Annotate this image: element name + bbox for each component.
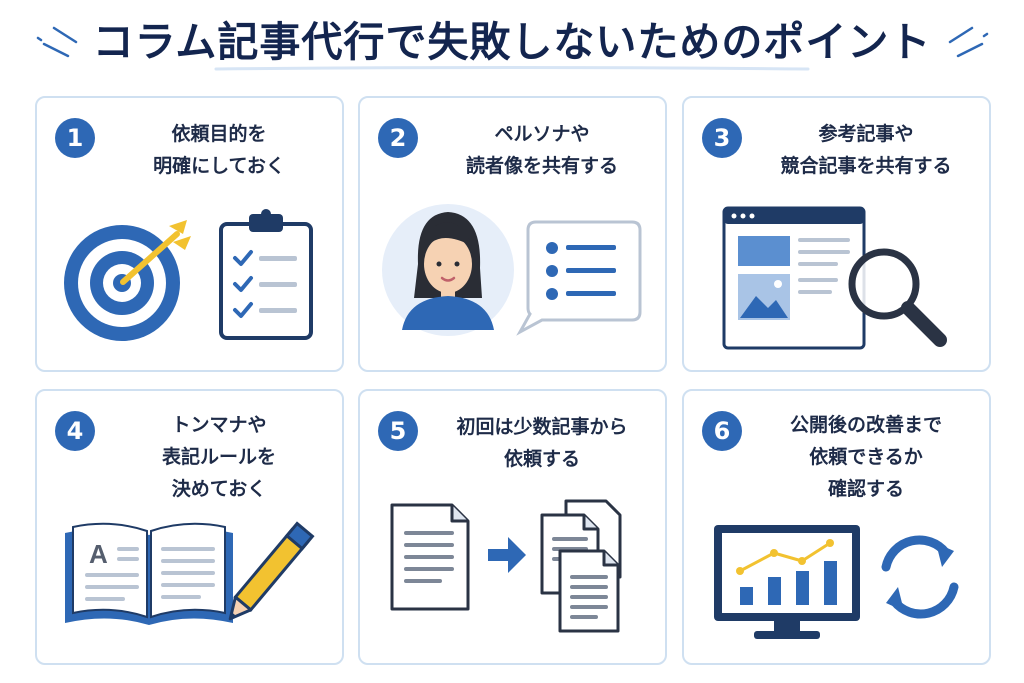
title-underline (214, 66, 810, 71)
step-number-badge: 6 (702, 411, 742, 451)
single-document-icon (390, 503, 470, 611)
speech-bubble-list-icon (516, 220, 642, 336)
card-3: 3 参考記事や 競合記事を共有する (682, 96, 991, 372)
step-number-badge: 1 (55, 118, 95, 158)
card-1: 1 依頼目的を 明確にしておく (35, 96, 344, 372)
card-3-illustration (722, 206, 947, 350)
card-6-illustration (714, 525, 959, 639)
card-label: 依頼目的を 明確にしておく (107, 118, 331, 182)
card-label: ペルソナや 読者像を共有する (430, 118, 654, 182)
browser-window-icon (722, 206, 866, 350)
step-number-badge: 3 (702, 118, 742, 158)
card-label-line: 確認する (827, 478, 904, 500)
sparkle-lines-right-icon (948, 26, 989, 58)
step-number-badge: 2 (378, 118, 418, 158)
card-label-line: 参考記事や (818, 123, 914, 145)
card-label-line: 依頼する (503, 448, 580, 470)
card-label: トンマナや 表記ルールを 決めておく (107, 409, 331, 505)
card-label-line: 競合記事を共有する (780, 155, 952, 177)
card-4-illustration: A (65, 521, 315, 625)
card-label-line: 依頼目的を (171, 123, 267, 145)
card-label-line: 読者像を共有する (465, 155, 618, 177)
step-number-badge: 5 (378, 411, 418, 451)
card-5: 5 初回は少数記事から 依頼する (358, 389, 667, 665)
card-label: 初回は少数記事から 依頼する (430, 411, 654, 475)
header: コラム記事代行で失敗しないためのポイント (0, 12, 1024, 84)
persona-avatar-icon (382, 204, 514, 336)
card-2: 2 ペルソナや 読者像を共有する (358, 96, 667, 372)
card-label-line: 決めておく (171, 478, 267, 500)
page-title: コラム記事代行で失敗しないためのポイント (92, 18, 932, 66)
step-number-badge: 4 (55, 411, 95, 451)
card-label-line: ペルソナや (494, 123, 590, 145)
card-label-line: トンマナや (171, 414, 267, 436)
pencil-icon (228, 521, 315, 621)
magnifier-icon (848, 248, 947, 347)
card-4: 4 トンマナや 表記ルールを 決めておく A (35, 389, 344, 665)
card-label-line: 依頼できるか (809, 446, 923, 468)
target-icon (64, 220, 191, 341)
svg-text:A: A (89, 539, 108, 569)
arrow-right-icon (488, 537, 526, 573)
sparkle-lines-left-icon (36, 26, 78, 58)
analytics-monitor-icon (714, 525, 860, 639)
document-stack-icon (540, 499, 622, 633)
card-label-line: 明確にしておく (153, 155, 285, 177)
checklist-clipboard-icon (219, 209, 313, 340)
card-label-line: 初回は少数記事から (456, 416, 628, 438)
refresh-cycle-icon (881, 535, 959, 619)
card-label-line: 表記ルールを (161, 446, 276, 468)
card-2-illustration (382, 204, 642, 336)
card-5-illustration (390, 499, 622, 633)
card-1-illustration (64, 209, 313, 341)
card-label: 公開後の改善まで 依頼できるか 確認する (754, 409, 978, 505)
open-book-icon: A (65, 522, 233, 625)
card-label: 参考記事や 競合記事を共有する (754, 118, 978, 182)
card-6: 6 公開後の改善まで 依頼できるか 確認する (682, 389, 991, 665)
card-label-line: 公開後の改善まで (789, 414, 942, 436)
